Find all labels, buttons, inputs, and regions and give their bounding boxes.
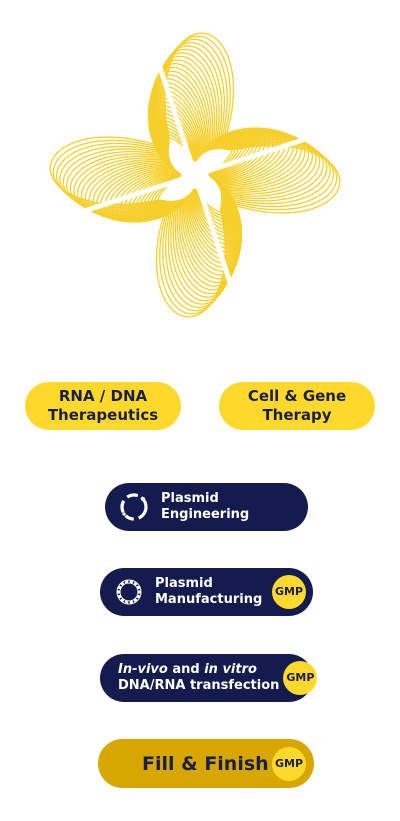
plasmid-manufacturing-button[interactable]: Plasmid Manufacturing GMP [100, 568, 313, 616]
gmp-badge: GMP [272, 746, 306, 781]
plasmid-bead [136, 585, 141, 590]
plasmid-engineering-button[interactable]: Plasmid Engineering [105, 483, 308, 531]
logo-wave-line [55, 38, 335, 312]
logo-wave-line [73, 55, 317, 295]
label-line1: Plasmid [161, 491, 219, 506]
plasmid-bead [120, 598, 125, 602]
logo-wave-line [69, 52, 321, 298]
gmp-badge: GMP [283, 661, 318, 695]
plasmid-bead [133, 598, 138, 602]
and-text: and [167, 662, 205, 677]
in-vivo-text: In-vivo [118, 662, 168, 677]
category-cell-gene-therapy-button[interactable]: Cell & Gene Therapy [219, 382, 375, 430]
logo-wave-line [62, 45, 328, 305]
plasmid-bead [116, 590, 121, 594]
plasmid-bead [125, 600, 129, 604]
plasmid-manufacturing-label: Plasmid Manufacturing [155, 576, 263, 608]
fill-finish-button[interactable]: Fill & Finish GMP [98, 739, 314, 788]
plasmid-bead [117, 585, 122, 590]
plasmid-bead [133, 582, 138, 586]
logo-wave-line [52, 35, 338, 315]
category-label-line2: Therapy [262, 406, 332, 424]
plasmid-engineering-label: Plasmid Engineering [161, 491, 308, 523]
logo-wave-line [76, 59, 314, 291]
four-petal-wave-logo [49, 31, 341, 319]
label-line2: DNA/RNA transfection [118, 678, 280, 693]
in-vitro-text: in vitro [204, 662, 257, 677]
plasmid-bead [137, 590, 142, 594]
plasmid-bead [117, 594, 122, 599]
plasmid-bead [129, 600, 133, 604]
label-line1: In-vivo and in vitro [118, 662, 279, 678]
transfection-button[interactable]: In-vivo and in vitro DNA/RNA transfectio… [100, 654, 318, 702]
logo-wave-line [49, 32, 341, 318]
transfection-label: In-vivo and in vitro DNA/RNA transfectio… [118, 662, 279, 694]
gmp-badge: GMP [272, 575, 306, 609]
logo-wave-line [59, 41, 331, 309]
fill-finish-label: Fill & Finish [142, 752, 269, 775]
category-label-line1: Cell & Gene [247, 387, 347, 405]
logo-divider-line [146, 31, 244, 319]
category-label-line1: RNA / DNA [58, 387, 148, 405]
plasmid-bead [120, 582, 125, 586]
label-line2: Manufacturing [155, 592, 263, 607]
label-line1: Plasmid [155, 576, 213, 591]
plasmid-ring-icon [117, 490, 151, 524]
category-rna-dna-therapeutics-button[interactable]: RNA / DNA Therapeutics [25, 382, 181, 430]
plasmid-bead [125, 580, 129, 584]
plasmid-bead [129, 580, 133, 584]
logo-wave-line [88, 70, 302, 280]
label-line2: Engineering [161, 507, 250, 522]
category-label-line2: Therapeutics [47, 406, 159, 424]
logo-wave-line [66, 48, 324, 302]
plasmid-beaded-ring-icon [112, 575, 146, 609]
plasmid-bead [136, 594, 141, 599]
